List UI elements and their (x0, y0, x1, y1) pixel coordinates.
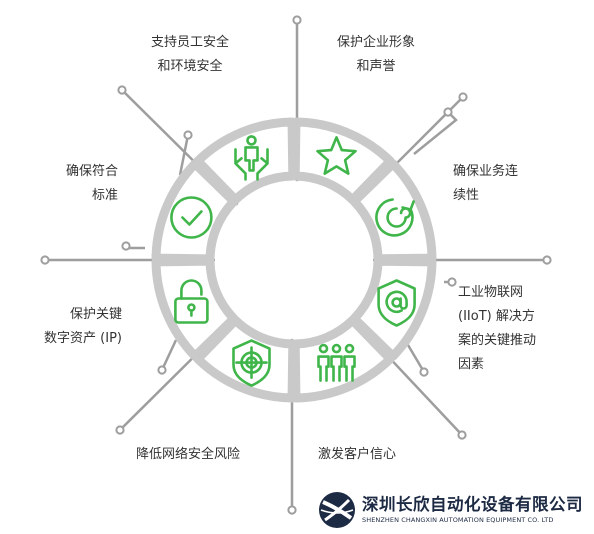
label-ip: 保护关键数字资产 (IP) (22, 303, 122, 351)
star-icon (316, 136, 357, 175)
label-line: 工业物联网 (458, 285, 524, 300)
connector-line (157, 339, 178, 375)
target-shield-icon (232, 339, 271, 387)
label-line: 案的关键推动 (458, 333, 537, 348)
label-safety: 支持员工安全和环境安全 (130, 31, 250, 79)
label-line: (IIoT) 解决方 (458, 309, 535, 324)
hands-person-icon (234, 135, 269, 181)
label-trust: 激发客户信心 (318, 443, 458, 467)
company-logo: 深圳长欣自动化设备有限公司 SHENZHEN CHANGXIN AUTOMATI… (317, 490, 587, 530)
connector-line (444, 277, 457, 287)
label-risk: 降低网络安全风险 (136, 443, 286, 467)
label-line: 因素 (458, 357, 485, 372)
label-continuity: 确保业务连续性 (453, 160, 563, 208)
label-line: 标准 (91, 188, 118, 203)
connector-line (121, 241, 145, 251)
center-circle (215, 181, 373, 339)
label-line: 和环境安全 (157, 59, 223, 74)
label-line: 数字资产 (IP) (44, 331, 122, 346)
label-line: 和声誉 (356, 59, 396, 74)
connector-line (178, 130, 193, 176)
company-name-en: SHENZHEN CHANGXIN AUTOMATION EQUIPMENT C… (362, 516, 554, 524)
spiral-icon (375, 198, 415, 237)
label-iiot: 工业物联网 (IIoT) 解决方案的关键推动因素 (458, 281, 578, 377)
label-line: 保护企业形象 (336, 35, 415, 50)
label-compliance: 确保符合标准 (38, 160, 118, 208)
connector-line (413, 107, 458, 155)
label-line: 降低网络安全风险 (136, 447, 241, 462)
label-line: 确保业务连 (453, 164, 519, 179)
padlock-icon (174, 279, 209, 324)
label-line: 确保符合 (65, 164, 118, 179)
label-line: 支持员工安全 (150, 35, 229, 50)
connector-line (406, 344, 429, 377)
label-line: 激发客户信心 (318, 447, 397, 462)
people-group-icon (317, 343, 356, 382)
company-logo-mark (319, 492, 355, 528)
label-line: 续性 (453, 188, 480, 203)
label-line: 保护关键 (69, 307, 122, 322)
label-protect-image: 保护企业形象和声誉 (316, 31, 436, 79)
checkmark-circle-icon (170, 196, 213, 239)
at-shield-icon (377, 279, 416, 327)
company-name: 深圳长欣自动化设备有限公司 (362, 495, 583, 514)
